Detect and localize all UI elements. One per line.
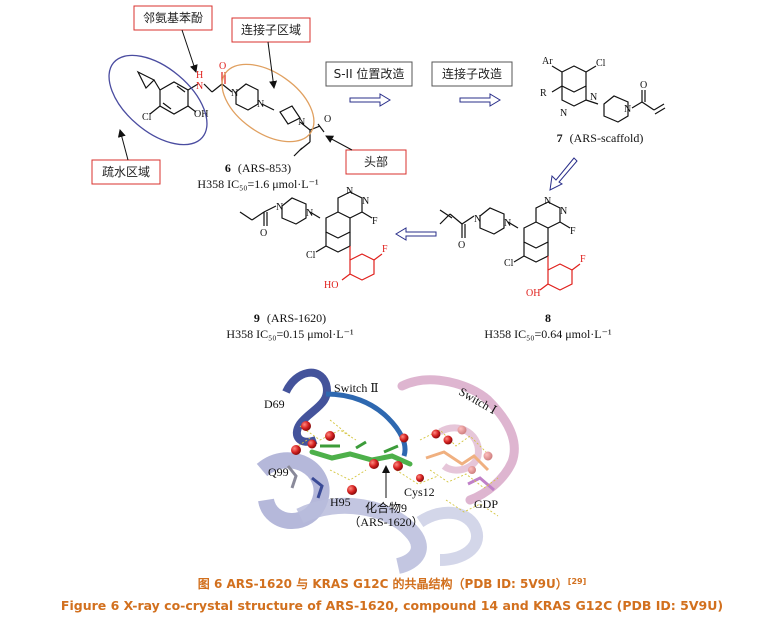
svg-text:F: F — [372, 216, 378, 227]
svg-text:邻氨基苯酚: 邻氨基苯酚 — [143, 11, 203, 25]
label-hydrophobic-region: 疏水区域 — [91, 129, 161, 185]
compound-9-atoms: O N N N N F Cl F HO — [260, 186, 388, 291]
svg-text:N: N — [346, 186, 353, 197]
caption-cn: 图 6 ARS-1620 与 KRAS G12C 的共晶结构（PDB ID: 5… — [198, 576, 586, 591]
atom-n: N — [196, 81, 203, 92]
svg-text:N: N — [544, 196, 551, 207]
atom-n: N — [257, 99, 264, 110]
svg-text:N: N — [560, 206, 567, 217]
label-d69: D69 — [264, 397, 285, 411]
compound-9-caption: 9 (ARS-1620) H358 IC₅₀=0.15 μmol·L⁻¹ — [226, 311, 354, 341]
compound-7-caption: 7 (ARS-scaffold) — [557, 131, 644, 145]
svg-text:O: O — [458, 240, 465, 251]
svg-text:F: F — [580, 254, 586, 265]
svg-text:Cl: Cl — [504, 258, 514, 269]
svg-text:N: N — [474, 214, 481, 225]
label-gdp: GDP — [474, 497, 498, 511]
svg-text:8: 8 — [545, 311, 551, 325]
svg-text:S-II 位置改造: S-II 位置改造 — [334, 66, 405, 81]
svg-text:N: N — [590, 92, 597, 103]
atom-oh: OH — [194, 109, 208, 120]
label-aminophenol: 邻氨基苯酚 — [133, 5, 213, 73]
compound-8-red-ring — [539, 256, 581, 291]
svg-text:Cl: Cl — [596, 58, 606, 69]
linker-region-ellipse — [221, 63, 315, 143]
svg-text:连接子区域: 连接子区域 — [241, 22, 301, 37]
step-box-1: S-II 位置改造 — [325, 61, 413, 87]
compound-6-atoms: Cl OH H N O N N N O — [142, 61, 331, 128]
svg-text:F: F — [570, 226, 576, 237]
svg-text:N: N — [276, 202, 283, 213]
compound-8-structure — [439, 201, 571, 263]
compound-8-atoms: O N N N N F Cl F OH — [458, 196, 586, 299]
label-q99: Q99 — [268, 465, 289, 479]
svg-text:Ar: Ar — [542, 56, 553, 67]
svg-text:头部: 头部 — [364, 154, 388, 169]
crystal-structure-image: Switch Ⅱ Switch Ⅰ D69 Q99 H95 Cys12 GDP … — [256, 360, 530, 574]
arrow-left — [395, 227, 437, 241]
svg-text:7 (ARS-scaffold): 7 (ARS-scaffold) — [557, 131, 644, 145]
atom-n: N — [298, 117, 305, 128]
svg-text:疏水区域: 疏水区域 — [102, 164, 150, 179]
compound-7-atoms: Ar Cl R N N N O — [540, 56, 647, 119]
arrow-right-1 — [349, 93, 391, 107]
svg-text:H358 IC₅₀=0.15 μmol·L⁻¹: H358 IC₅₀=0.15 μmol·L⁻¹ — [226, 327, 354, 341]
compound-6-structure — [136, 70, 223, 115]
atom-o: O — [324, 114, 331, 125]
label-compound-code: （ARS-1620） — [348, 515, 423, 529]
compound-6-caption: 6 (ARS-853) H358 IC₅₀=1.6 μmol·L⁻¹ — [197, 161, 319, 191]
label-linker-region: 连接子区域 — [231, 17, 311, 89]
atom-o: O — [219, 61, 226, 72]
label-h95: H95 — [330, 495, 351, 509]
svg-text:R: R — [540, 88, 547, 99]
step-box-2: 连接子改造 — [431, 61, 513, 87]
atom-cl: Cl — [142, 112, 152, 123]
svg-text:N: N — [504, 218, 511, 229]
svg-text:OH: OH — [526, 288, 540, 299]
compound-8-caption: 8 H358 IC₅₀=0.64 μmol·L⁻¹ — [484, 311, 612, 341]
svg-text:N: N — [362, 196, 369, 207]
svg-text:H358 IC₅₀=0.64 μmol·L⁻¹: H358 IC₅₀=0.64 μmol·L⁻¹ — [484, 327, 612, 341]
label-compound-9: 化合物9 — [365, 500, 407, 515]
label-head: 头部 — [325, 135, 407, 175]
atom-h: H — [196, 70, 203, 81]
svg-text:H358 IC₅₀=1.6 μmol·L⁻¹: H358 IC₅₀=1.6 μmol·L⁻¹ — [197, 177, 319, 191]
arrow-down-left — [549, 157, 578, 191]
svg-text:N: N — [624, 104, 631, 115]
compound-9-red-ring — [341, 246, 383, 281]
svg-text:6 (ARS-853): 6 (ARS-853) — [225, 161, 291, 175]
svg-text:Cl: Cl — [306, 250, 316, 261]
caption-en: Figure 6 X-ray co-crystal structure of A… — [61, 598, 723, 613]
svg-text:O: O — [260, 228, 267, 239]
label-cys12: Cys12 — [404, 485, 435, 499]
compound-7-structure — [551, 65, 666, 123]
svg-text:连接子改造: 连接子改造 — [442, 66, 502, 81]
svg-text:9 (ARS-1620): 9 (ARS-1620) — [254, 311, 326, 325]
compound-6-piperazine — [221, 83, 325, 157]
svg-text:HO: HO — [324, 280, 338, 291]
hydrophobic-region-ellipse — [108, 54, 208, 146]
compound-9-structure — [239, 191, 373, 253]
svg-text:N: N — [306, 208, 313, 219]
svg-text:N: N — [560, 108, 567, 119]
svg-text:O: O — [640, 80, 647, 91]
label-switch-ii: Switch Ⅱ — [334, 381, 379, 395]
svg-text:F: F — [382, 244, 388, 255]
atom-n: N — [231, 88, 238, 99]
arrow-right-2 — [459, 93, 501, 107]
